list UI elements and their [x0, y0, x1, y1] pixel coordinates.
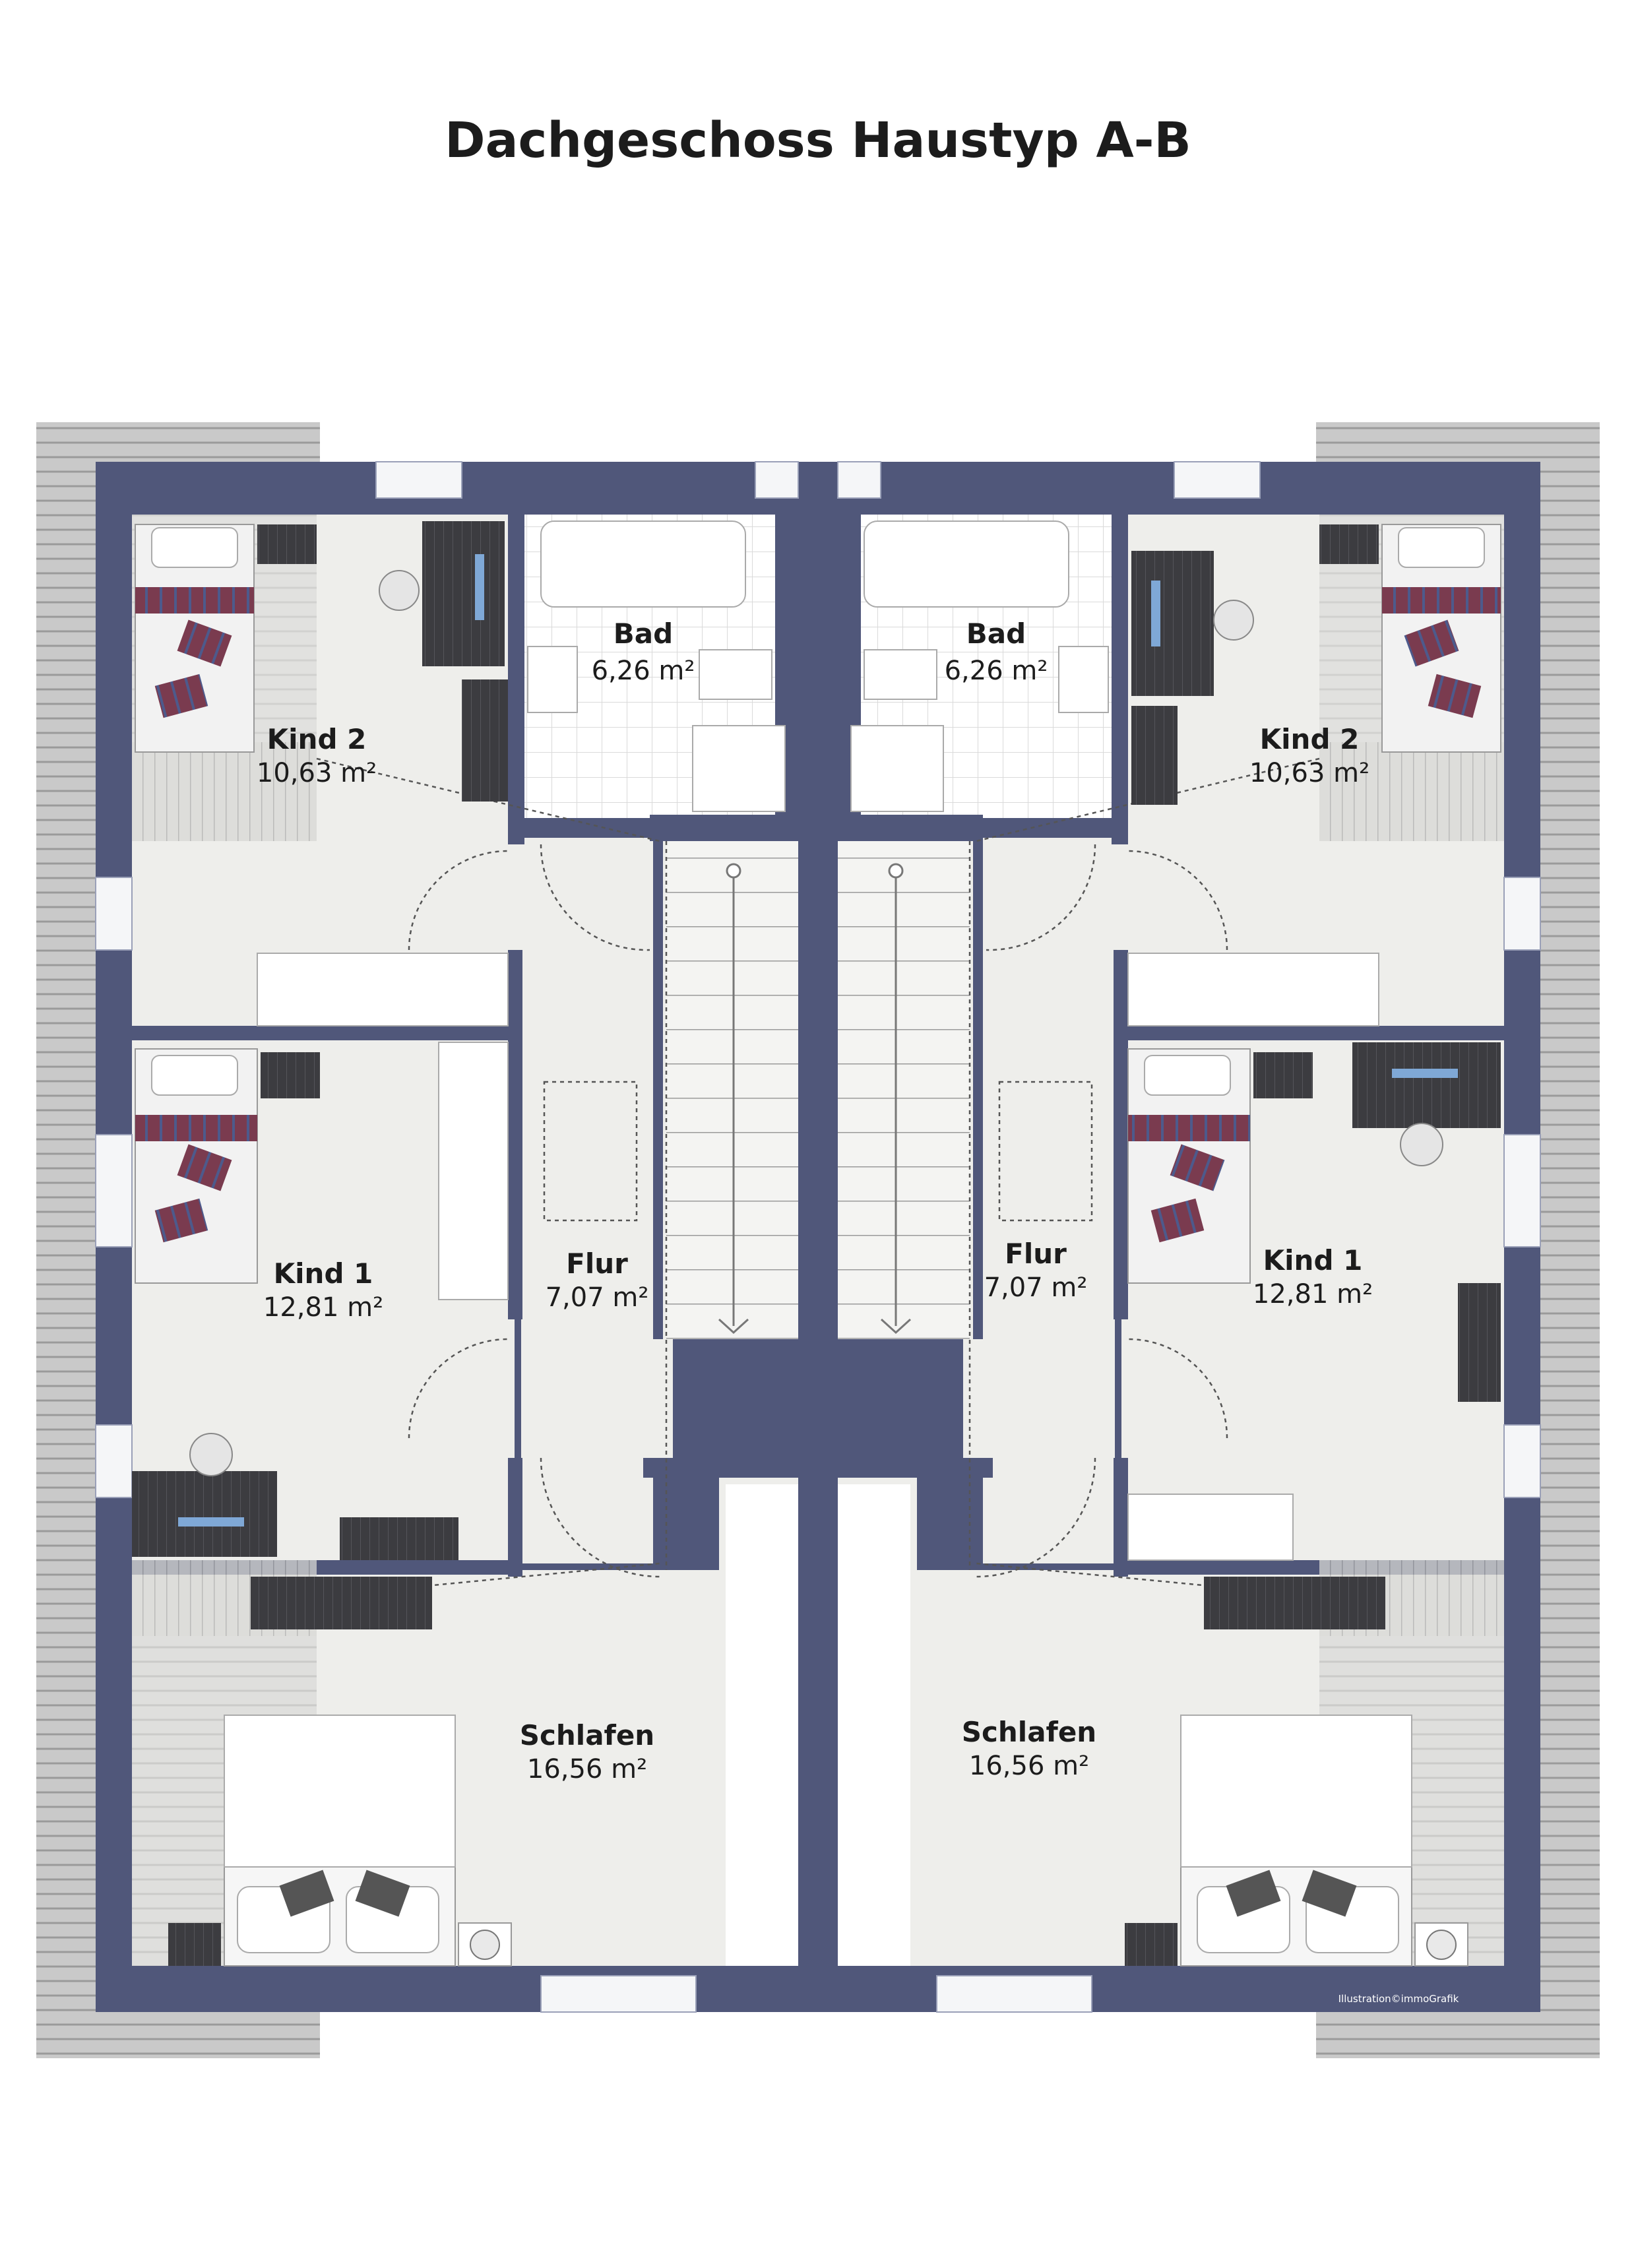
label-flur-right: Flur	[1005, 1238, 1067, 1270]
area-bad-right: 6,26 m²	[945, 656, 1048, 686]
windows	[95, 461, 1541, 2013]
label-kind2-left: Kind 2	[267, 723, 367, 755]
label-kind1-left: Kind 1	[274, 1257, 373, 1290]
label-bad-left: Bad	[614, 617, 673, 650]
area-flur-left: 7,07 m²	[546, 1282, 649, 1313]
area-kind1-left: 12,81 m²	[263, 1292, 383, 1323]
area-schlafen-right: 16,56 m²	[969, 1751, 1089, 1781]
area-schlafen-left: 16,56 m²	[527, 1754, 647, 1784]
area-flur-right: 7,07 m²	[984, 1273, 1088, 1303]
furniture-left	[132, 520, 786, 1967]
staircase-left	[666, 841, 798, 1339]
area-kind2-left: 10,63 m²	[257, 758, 377, 788]
area-bad-left: 6,26 m²	[592, 656, 695, 686]
label-kind1-right: Kind 1	[1263, 1244, 1363, 1276]
label-kind2-right: Kind 2	[1260, 723, 1360, 755]
label-bad-right: Bad	[966, 617, 1026, 650]
staircase-right	[838, 841, 970, 1339]
page-title: Dachgeschoss Haustyp A-B	[445, 112, 1191, 169]
labels-right: Kind 2 10,63 m² Bad 6,26 m² Kind 1 12,81…	[945, 617, 1373, 1781]
labels-left: Kind 2 10,63 m² Bad 6,26 m² Kind 1 12,81…	[257, 617, 695, 1784]
furniture-right	[850, 520, 1501, 1967]
party-wall	[798, 462, 838, 2012]
label-flur-left: Flur	[566, 1247, 628, 1280]
area-kind2-right: 10,63 m²	[1249, 758, 1369, 788]
illustration-credit: Illustration©immoGrafik	[1338, 1993, 1459, 2005]
label-schlafen-left: Schlafen	[520, 1719, 654, 1751]
area-kind1-right: 12,81 m²	[1253, 1279, 1373, 1309]
label-schlafen-right: Schlafen	[962, 1716, 1096, 1748]
